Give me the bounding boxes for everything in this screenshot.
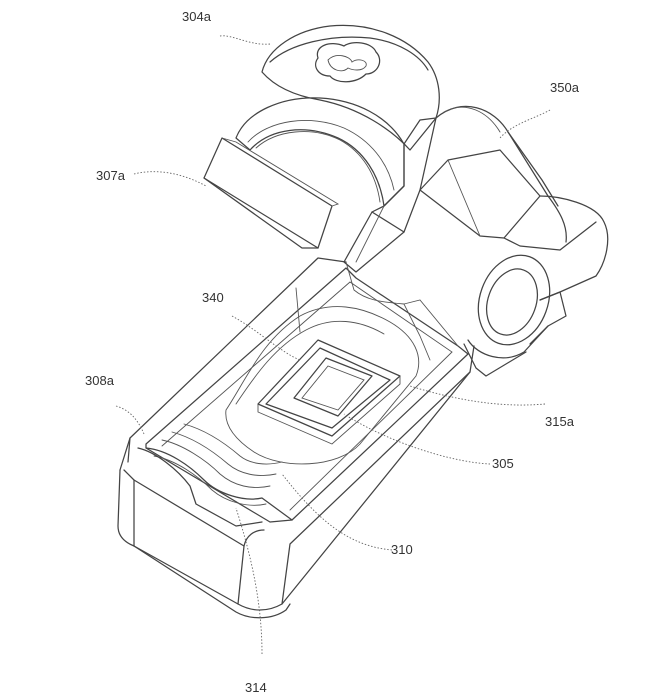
leader-307a (133, 171, 207, 187)
leader-305 (343, 413, 491, 465)
label-350a: 350a (550, 80, 580, 95)
label-308a: 308a (85, 373, 115, 388)
leader-308a (115, 405, 145, 435)
leader-340 (231, 315, 301, 361)
leader-lines (115, 35, 551, 655)
label-307a: 307a (96, 168, 126, 183)
label-315a: 315a (545, 414, 575, 429)
upper-housing (203, 24, 609, 377)
label-340: 340 (202, 290, 224, 305)
leader-315a (409, 385, 546, 406)
leader-350a (499, 109, 551, 139)
reference-labels: 304a 350a 307a 340 308a 315a 305 310 314 (85, 9, 580, 695)
label-310: 310 (391, 542, 413, 557)
label-305: 305 (492, 456, 514, 471)
label-314: 314 (245, 680, 267, 695)
leader-310 (281, 473, 393, 551)
lower-housing (117, 257, 475, 619)
leader-304a (219, 35, 271, 45)
label-304a: 304a (182, 9, 212, 24)
